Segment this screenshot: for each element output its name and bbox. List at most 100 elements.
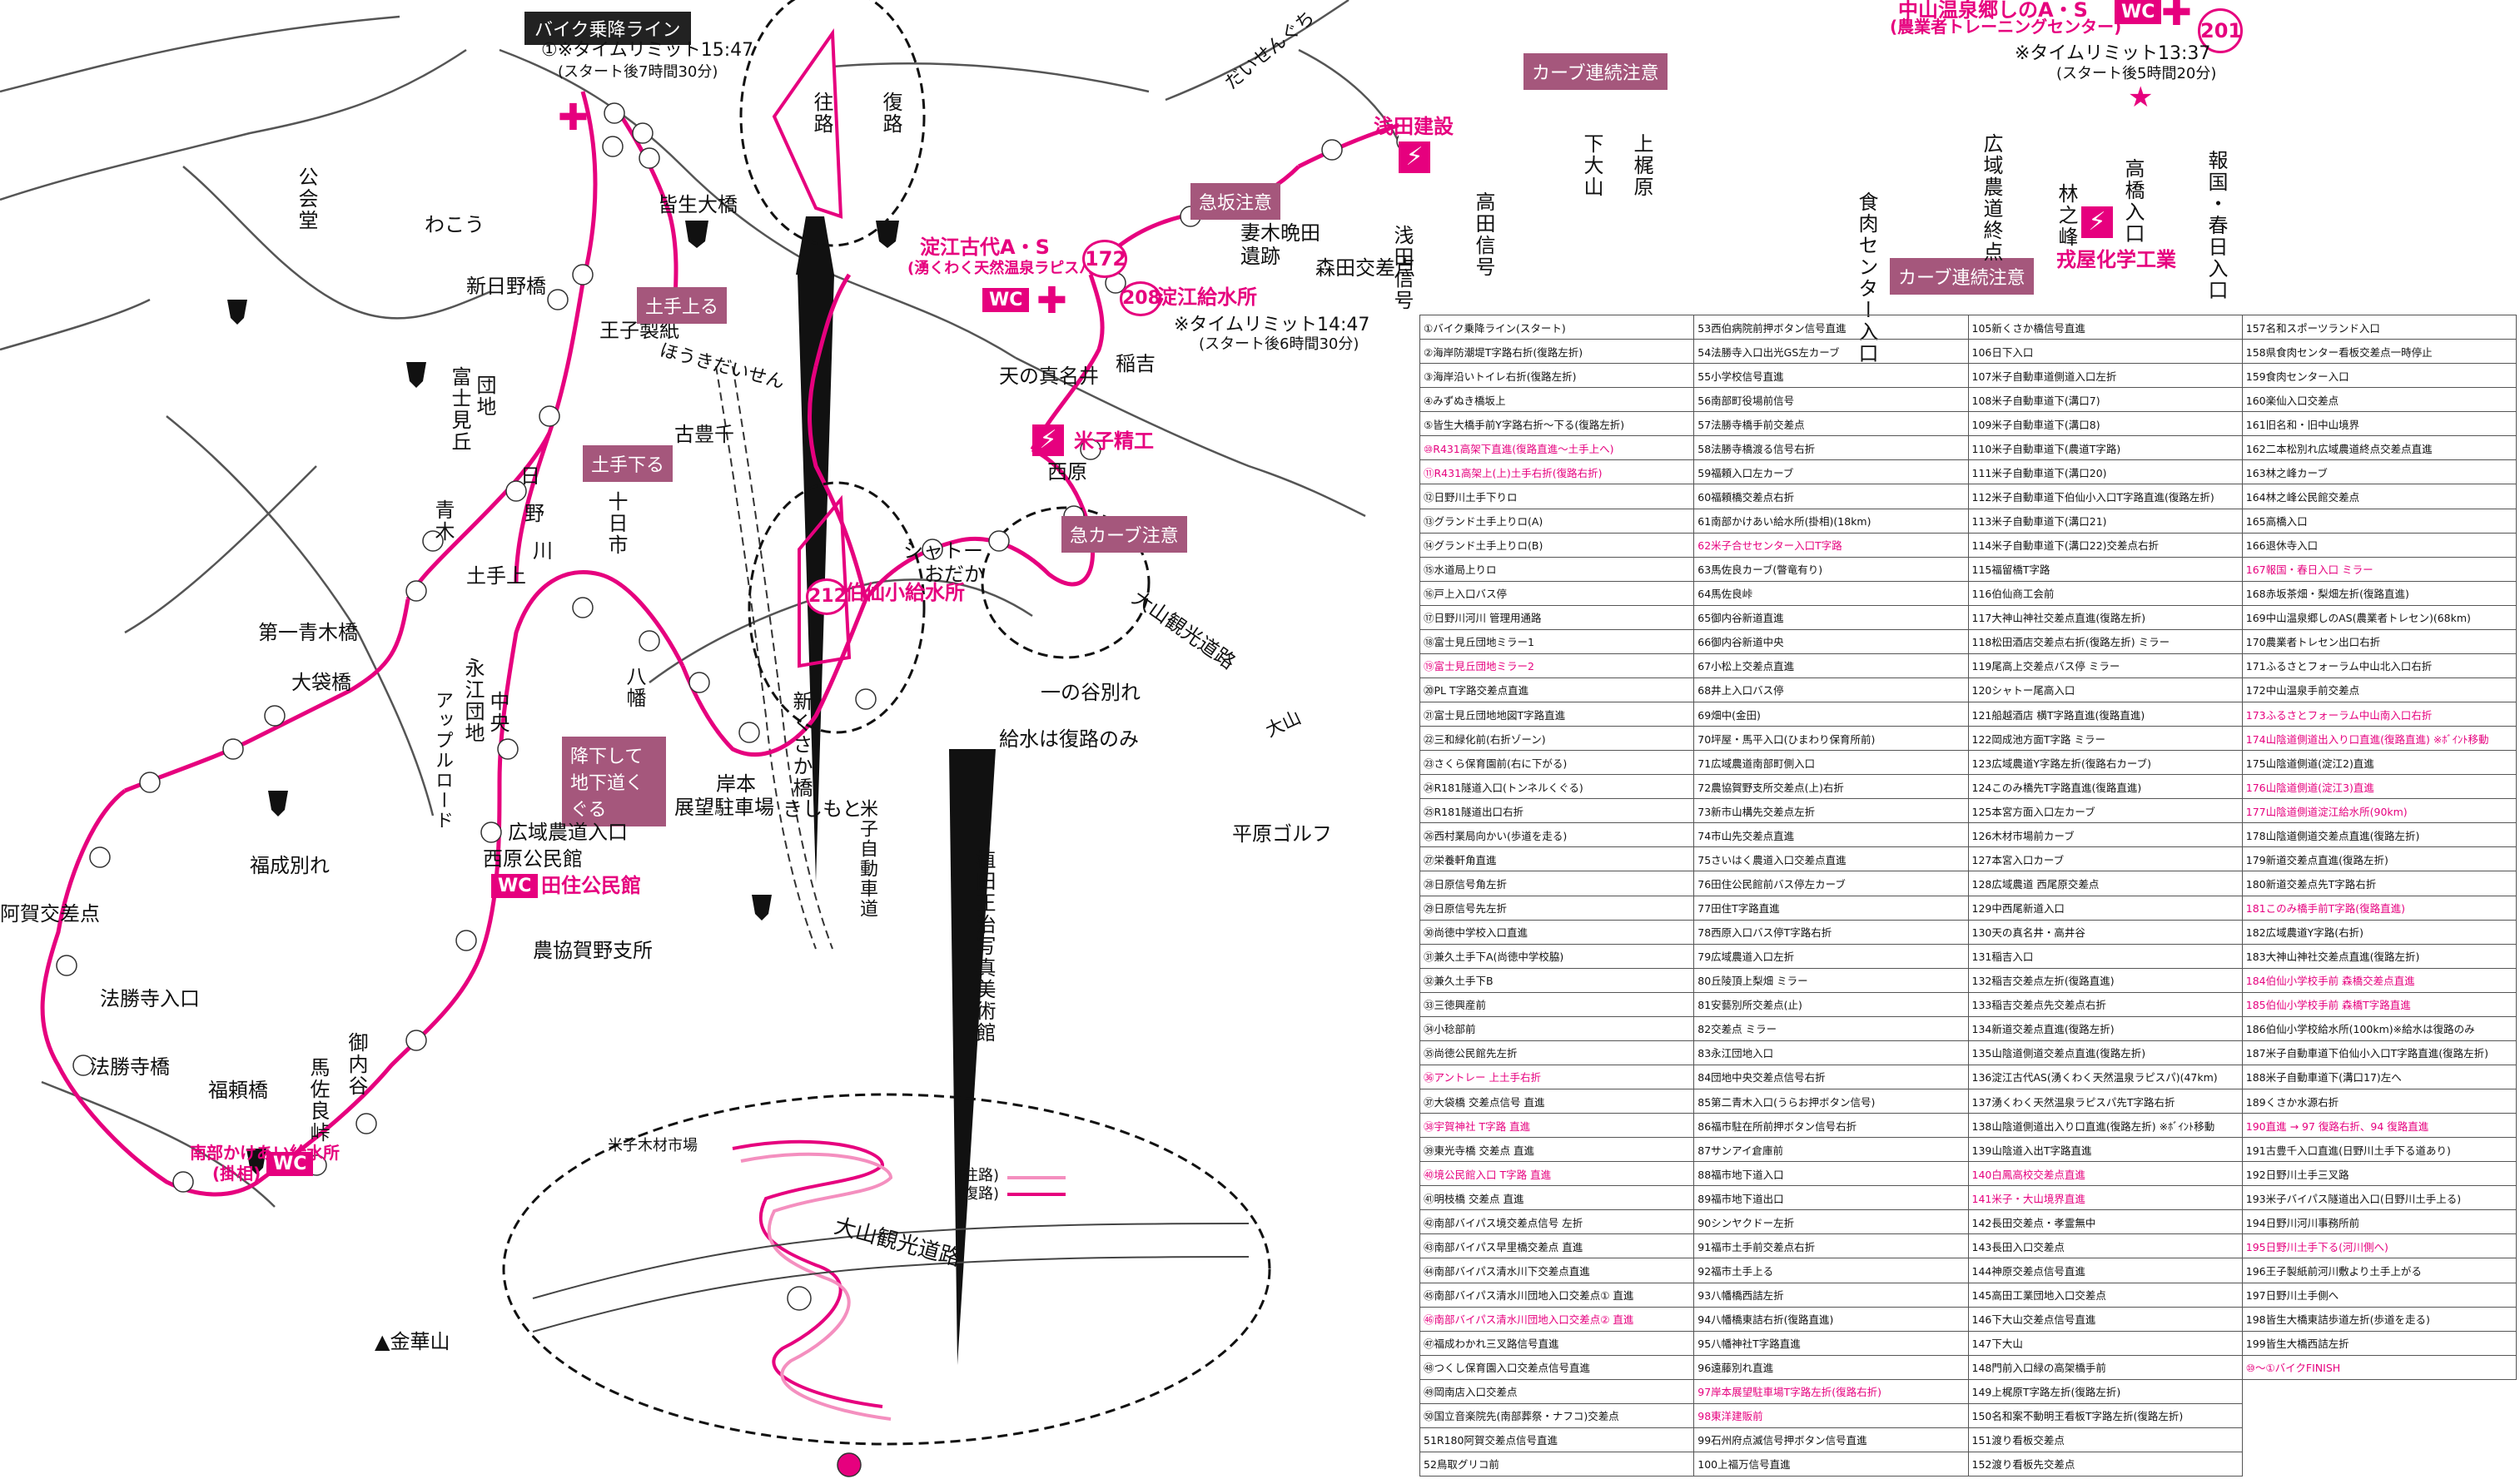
place-fukunari: 福成別れ (250, 854, 330, 877)
place-kishimoto: 岸本 (716, 772, 756, 796)
table-cell: ㊿国立音楽院先(南部葬祭・ナフコ)交差点 (1419, 1402, 1695, 1428)
table-cell: 144神原交差点信号直進 (1967, 1258, 2243, 1283)
table-cell: 120シャトー尾高入口 (1967, 677, 2243, 703)
table-cell: ㉙日原信号先左折 (1419, 895, 1695, 921)
bolt-icon-seiko: ⚡ (1032, 424, 1064, 456)
table-cell: 110米子自動車道下(農道T字路) (1967, 435, 2243, 461)
table-cell: ⑭グランド土手上りロ(B) (1419, 532, 1695, 558)
table-cell: 188米子自動車道下(溝口17)左へ (2241, 1064, 2518, 1090)
legend-fukuro: (復路) (957, 1185, 1000, 1203)
table-cell: 64馬佐良峠 (1693, 580, 1969, 606)
table-cell: ⑳PL T字路交差点直進 (1419, 677, 1695, 703)
table-cell: 158県食肉センター看板交差点一時停止 (2241, 339, 2518, 365)
table-cell: 151渡り看板交差点 (1967, 1427, 2243, 1452)
place-kyodo: 農協賀野支所 (533, 939, 653, 962)
place-ichino: 一の谷別れ (1041, 681, 1141, 704)
table-cell: ④みずぬき橋坂上 (1419, 387, 1695, 413)
table-cell: 67小松上交差点直進 (1693, 653, 1969, 678)
table-cell: ㊾岡南店入口交差点 (1419, 1378, 1695, 1404)
place-kotoyo: 古豊千 (674, 423, 734, 446)
table-cell: 130天の真名井・高井谷 (1967, 919, 2243, 945)
table-cell: 72農協賀野支所交差点(上)右折 (1693, 774, 1969, 800)
badge-172: 172 (1082, 240, 1127, 278)
table-cell: 82交差点 ミラー (1693, 1015, 1969, 1041)
table-cell: 76田住公民館前バス停左カーブ (1693, 871, 1969, 896)
table-cell: 185伯仙小学校手前 森橋T字路直進 (2241, 991, 2518, 1017)
time-limit-2: ※タイムリミット14:47 (1174, 315, 1370, 335)
time-limit-3-sub: (スタート後5時間20分) (2056, 65, 2217, 82)
table-cell: ②海岸防潮堤T字路右折(復路左折) (1419, 339, 1695, 365)
table-cell: 189くさか水源右折 (2241, 1088, 2518, 1114)
table-cell: ㉑富士見丘団地地図T字路直進 (1419, 701, 1695, 727)
place-kinka: ▲金華山 (375, 1330, 450, 1353)
table-cell: 168赤坂茶畑・梨畑左折(復路直進) (2241, 580, 2518, 606)
table-cell: 182広域農道Y字路(右折) (2241, 919, 2518, 945)
place-daiichi-aoki: 第一青木橋 (258, 621, 358, 644)
hakusen-water: 伯仙小給水所 (845, 581, 965, 604)
place-apple: アップルロード (432, 691, 453, 831)
table-cell: 148門前入口緑の高架橋手前 (1967, 1354, 2243, 1380)
table-cell: 87サンアイ倉庫前 (1693, 1137, 1969, 1163)
badge-208: 208 (1120, 281, 1161, 316)
table-cell: 61南部かけあい給水所(掛相)(18km) (1693, 508, 1969, 534)
table-cell: 178山陰道側道交差点直進(復路左折) (2241, 822, 2518, 848)
table-cell: 53西伯病院前押ボタン信号直進 (1693, 314, 1969, 340)
place-yonagokimura: 米子木材市場 (608, 1137, 698, 1154)
place-aoki: 青木 (431, 499, 455, 543)
table-cell: 128広域農道 西尾原交差点 (1967, 871, 2243, 896)
table-cell: ㉚尚徳中学校入口直進 (1419, 919, 1695, 945)
asada-label: 浅田建設 (1374, 115, 1454, 138)
table-cell: 89福市地下道出口 (1693, 1185, 1969, 1211)
time-limit-2-sub: (スタート後6時間30分) (1199, 335, 1359, 353)
table-cell: 132稲吉交差点左折(復路直進) (1967, 967, 2243, 993)
first-aid-icon-2: ✚ (1036, 280, 1067, 322)
table-cell: 199皆生大橋西詰左折 (2241, 1330, 2518, 1356)
place-shohouji: 法勝寺入口 (100, 987, 200, 1010)
yodoe-water: 淀江給水所 (1157, 285, 1257, 309)
table-cell: 59福頼入口左カーブ (1693, 459, 1969, 485)
tag-curve-2: カーブ連続注意 (1890, 258, 2034, 295)
table-cell: 166退休寺入口 (2241, 532, 2518, 558)
place-seishi: 王子製紙 (599, 319, 679, 342)
table-cell: 165高橋入口 (2241, 508, 2518, 534)
table-cell: 60福頼橋交差点右折 (1693, 484, 1969, 509)
place-inazu: 稲吉 (1116, 352, 1156, 375)
table-cell: 160楽仙入口交差点 (2241, 387, 2518, 413)
table-cell: 116伯仙商工会前 (1967, 580, 2243, 606)
place-mizuno: 御内谷 (345, 1032, 368, 1097)
badge-201: 201 (2198, 8, 2243, 53)
place-kohara: 西原公民館 (483, 847, 583, 871)
table-cell: 69畑中(金田) (1693, 701, 1969, 727)
place-hino: 日 (520, 464, 540, 488)
tazumi-label: 田住公民館 (541, 874, 641, 897)
table-cell: 80丘陵頂上梨畑 ミラー (1693, 967, 1969, 993)
bike-line-box: バイク乗降ライン (524, 12, 691, 45)
table-cell: 140白鳳高校交差点直進 (1967, 1161, 2243, 1187)
table-cell: ③海岸沿いトイレ右折(復路左折) (1419, 363, 1695, 389)
place-morita: 森田交差点 (1315, 256, 1415, 280)
wc-minamibu: WC (266, 1152, 314, 1176)
table-cell: 163林之峰カーブ (2241, 459, 2518, 485)
table-cell: ㊹南部バイパス清水川下交差点直進 (1419, 1258, 1695, 1283)
table-cell: 167報国・春日入口 ミラー (2241, 556, 2518, 582)
table-cell: ㊱アントレー 上土手右折 (1419, 1064, 1695, 1090)
time-limit-1: ①※タイムリミット15:47 (541, 40, 754, 61)
table-cell: 134新道交差点直進(復路左折) (1967, 1015, 2243, 1041)
table-cell: 96遠藤別れ直進 (1693, 1354, 1969, 1380)
table-cell: ㊻南部バイパス清水川団地入口交差点② 直進 (1419, 1306, 1695, 1332)
table-cell: 133稲吉交差点先交差点右折 (1967, 991, 2243, 1017)
table-cell: 162二本松別れ広域農道終点交差点直進 (2241, 435, 2518, 461)
table-cell: 172中山温泉手前交差点 (2241, 677, 2518, 703)
